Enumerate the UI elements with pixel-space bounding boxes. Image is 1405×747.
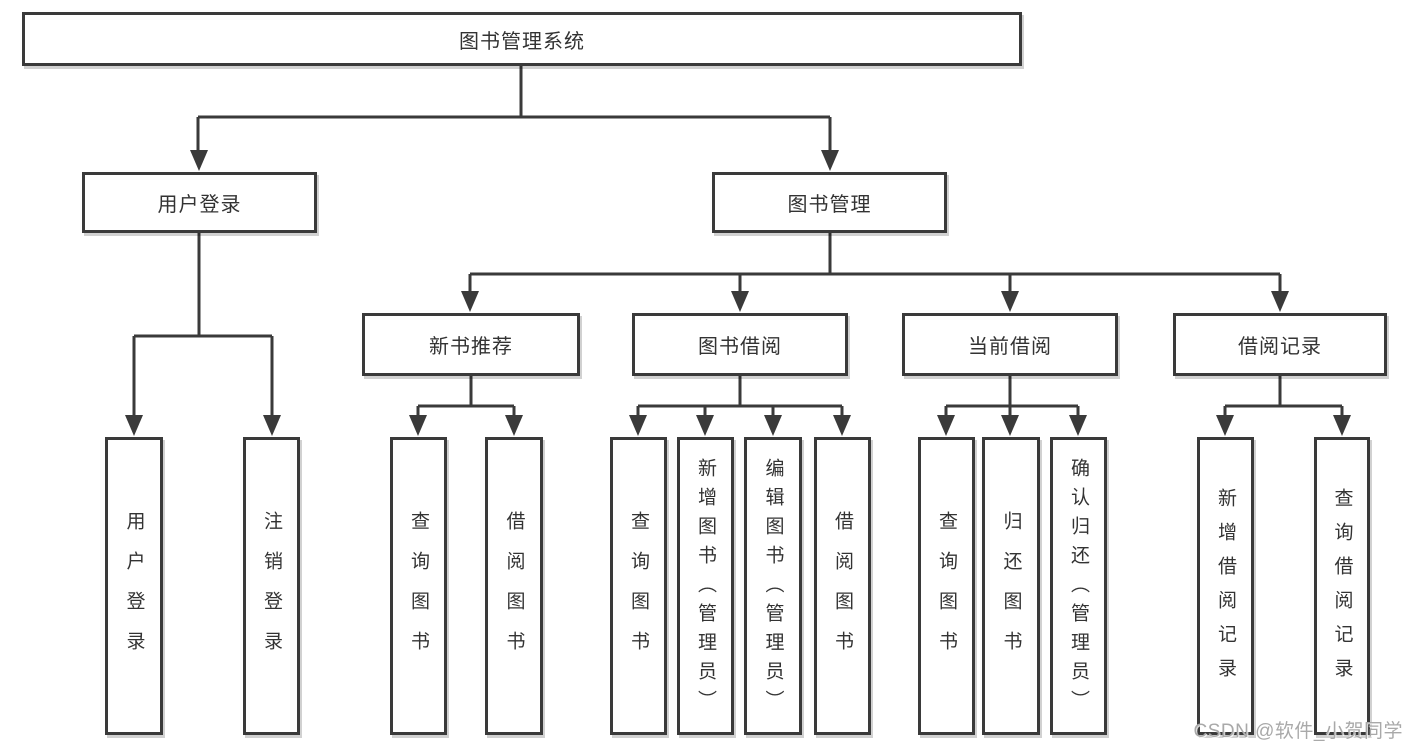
leaf-label: 查询图书 <box>628 511 649 671</box>
node-book-borrowing: 图书借阅 <box>632 313 848 376</box>
node-book-management: 图书管理 <box>712 172 947 233</box>
leaf-query-books-recommend: 查询图书 <box>390 437 447 735</box>
leaf-label: 借阅图书 <box>503 511 525 671</box>
arrow-down-icon <box>263 415 281 436</box>
node-label: 图书管理系统 <box>459 30 585 53</box>
arrow-down-icon <box>190 150 208 171</box>
arrow-down-icon <box>1001 415 1019 436</box>
leaf-query-books-current: 查询图书 <box>918 437 975 735</box>
node-label: 借阅记录 <box>1238 336 1322 358</box>
arrow-down-icon <box>1069 415 1087 436</box>
node-root-system: 图书管理系统 <box>22 12 1022 66</box>
node-label: 新书推荐 <box>429 336 513 358</box>
leaf-label: 确认归还（管理员） <box>1068 458 1089 719</box>
arrow-down-icon <box>821 150 839 171</box>
arrow-down-icon <box>409 415 427 436</box>
leaf-label: 查询图书 <box>408 511 429 671</box>
leaf-return-book: 归还图书 <box>982 437 1040 735</box>
leaf-user-login: 用户登录 <box>105 437 163 735</box>
leaf-label: 新增借阅记录 <box>1215 488 1236 692</box>
csdn-watermark: CSDN @软件_小贺同学 <box>1193 721 1403 742</box>
connector-lines <box>132 66 1344 416</box>
node-user-login: 用户登录 <box>82 172 317 233</box>
arrow-down-icon <box>461 291 479 312</box>
node-current-borrowing: 当前借阅 <box>902 313 1118 376</box>
arrow-down-icon <box>696 415 714 436</box>
node-label: 图书借阅 <box>698 336 782 358</box>
arrow-down-icon <box>731 291 749 312</box>
arrow-down-icon <box>833 415 851 436</box>
leaf-label: 编辑图书（管理员） <box>762 458 784 719</box>
arrow-down-icon <box>505 415 523 436</box>
leaf-label: 查询图书 <box>936 511 957 671</box>
arrow-down-icon <box>937 415 955 436</box>
arrow-down-icon <box>1333 415 1351 436</box>
leaf-logout: 注销登录 <box>243 437 300 735</box>
arrow-down-icon <box>1216 415 1234 436</box>
leaf-label: 借阅图书 <box>832 511 853 671</box>
leaf-label: 用户登录 <box>123 511 145 671</box>
leaf-edit-book-admin: 编辑图书（管理员） <box>744 437 802 735</box>
arrow-down-icons <box>125 150 1351 436</box>
node-borrowing-records: 借阅记录 <box>1173 313 1387 376</box>
arrow-down-icon <box>629 415 647 436</box>
leaf-confirm-return-admin: 确认归还（管理员） <box>1050 437 1107 735</box>
leaf-label: 注销登录 <box>261 511 282 671</box>
leaf-label: 查询借阅记录 <box>1331 488 1353 692</box>
arrow-down-icon <box>125 415 143 436</box>
leaf-add-borrow-record: 新增借阅记录 <box>1197 437 1254 735</box>
leaf-query-books-borrow: 查询图书 <box>610 437 667 735</box>
arrow-down-icon <box>1271 291 1289 312</box>
node-label: 用户登录 <box>157 194 242 216</box>
leaf-add-book-admin: 新增图书（管理员） <box>677 437 734 735</box>
node-label: 当前借阅 <box>968 336 1052 358</box>
node-label: 图书管理 <box>787 194 872 216</box>
leaf-label: 新增图书（管理员） <box>695 458 716 719</box>
leaf-borrow-books-recommend: 借阅图书 <box>485 437 543 735</box>
node-new-book-recommend: 新书推荐 <box>362 313 580 376</box>
arrow-down-icon <box>1001 291 1019 312</box>
leaf-label: 归还图书 <box>1000 511 1022 671</box>
leaf-borrow-books-borrow: 借阅图书 <box>814 437 871 735</box>
arrow-down-icon <box>764 415 782 436</box>
leaf-query-borrow-record: 查询借阅记录 <box>1314 437 1370 735</box>
